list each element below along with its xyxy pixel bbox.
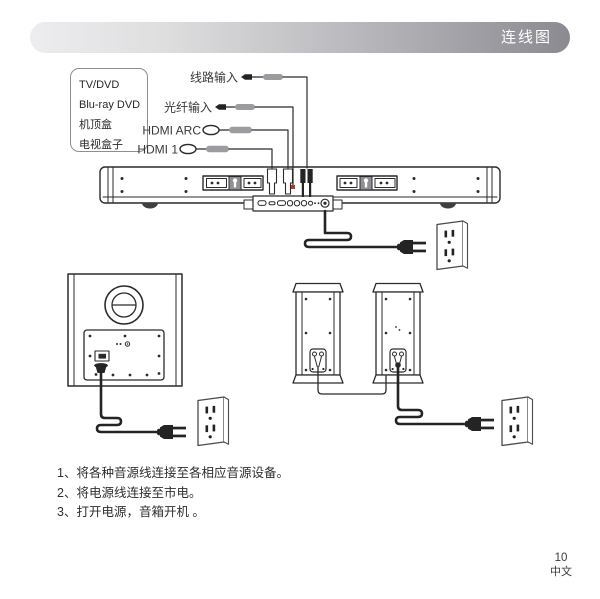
power-plug-icon <box>156 425 186 439</box>
wall-outlet-top <box>436 220 469 271</box>
wall-outlet-subwoofer <box>197 396 230 447</box>
instruction-step-2: 2、将电源线连接至市电。 <box>57 485 202 500</box>
subwoofer-port <box>104 285 144 325</box>
cable-label-hdmi-1: HDMI 1 <box>137 143 178 157</box>
speaker-power-cord <box>394 364 466 426</box>
cable-line-in: 线路输入 <box>190 70 313 197</box>
subwoofer-power-cord <box>95 370 158 434</box>
cable-label-line-in: 线路输入 <box>190 70 238 85</box>
section-header-bar: 连线图 <box>30 22 570 53</box>
page-footer: 10 中文 <box>550 551 572 579</box>
power-switch-icon <box>94 350 110 362</box>
cord-strain-relief <box>94 363 108 373</box>
instruction-list: 1、将各种音源线连接至各相应音源设备。 2、将电源线连接至市电。 3、打开电源，… <box>57 464 289 523</box>
soundbar-mount-strip-left <box>202 175 264 191</box>
subwoofer <box>67 273 183 387</box>
wall-outlet-bottom <box>501 396 534 447</box>
instruction-step-3: 3、打开电源，音箱开机 。 <box>57 505 205 519</box>
soundbar-foot-left <box>142 203 158 209</box>
input-cables: 线路输入 光纤输入 HDMI ARC <box>137 70 313 197</box>
power-socket-icon <box>320 198 330 208</box>
page-title: 连线图 <box>500 29 552 46</box>
soundbar-port-panel <box>243 195 343 212</box>
device-item-bluray: Blu-ray DVD <box>79 99 141 111</box>
device-item-tvbox: 电视盒子 <box>79 139 123 151</box>
language-label: 中文 <box>550 566 572 578</box>
device-item-tv-dvd: TV/DVD <box>79 79 120 91</box>
power-plug-icon <box>396 240 426 254</box>
device-item-settop: 机顶盒 <box>79 119 112 131</box>
power-plug-icon <box>464 417 494 431</box>
soundbar-mount-strip-right <box>336 175 398 191</box>
subwoofer-amp-panel <box>83 329 165 381</box>
cable-label-hdmi-arc: HDMI ARC <box>142 124 201 138</box>
cable-hdmi-arc: HDMI ARC <box>142 124 294 195</box>
soundbar-foot-right <box>440 203 456 209</box>
optical-plug-tip <box>291 185 295 189</box>
soundbar <box>99 166 501 212</box>
soundbar-power-cord <box>303 209 398 249</box>
cable-optical-in: 光纤输入 <box>164 100 295 189</box>
source-device-box: TV/DVD Blu-ray DVD 机顶盒 电视盒子 <box>70 68 148 152</box>
cable-label-optical-in: 光纤输入 <box>164 100 212 115</box>
page-number: 10 <box>554 552 568 564</box>
soundbar-screws <box>120 177 480 193</box>
speaker-link-wire <box>317 366 387 395</box>
instruction-step-1: 1、将各种音源线连接至各相应音源设备。 <box>57 466 289 480</box>
cable-hdmi-1: HDMI 1 <box>137 143 278 195</box>
